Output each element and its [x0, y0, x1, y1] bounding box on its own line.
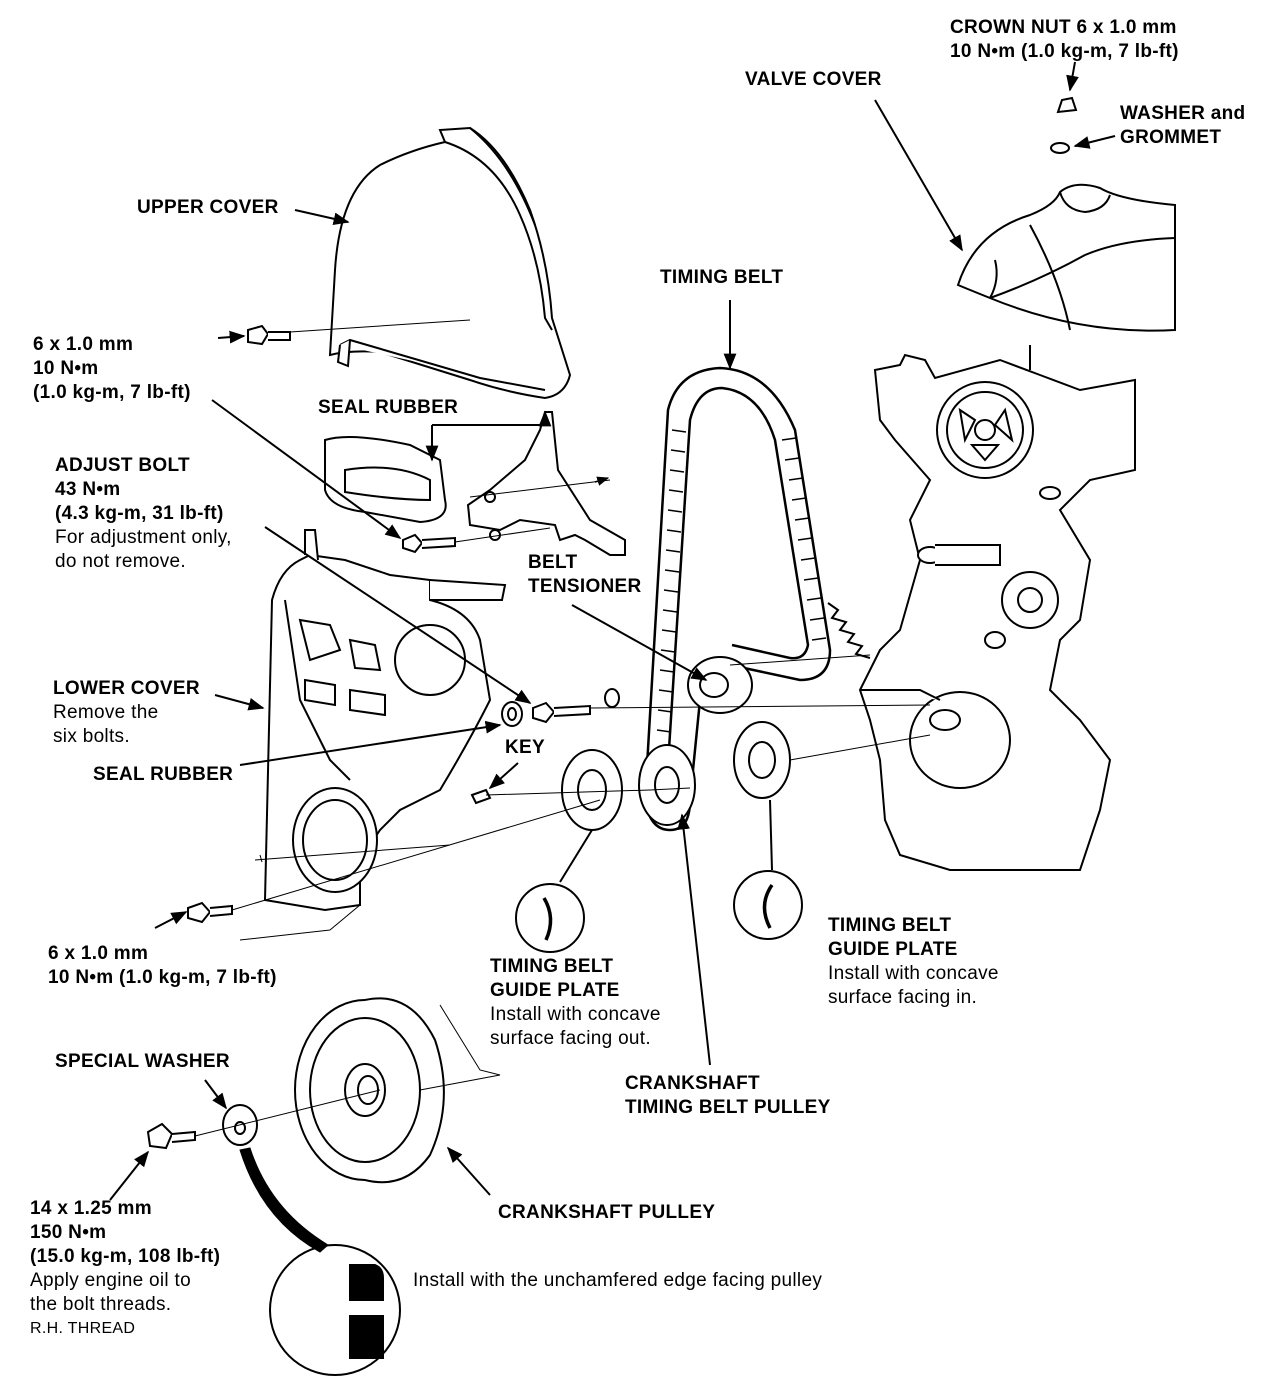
alignment-lines — [194, 319, 931, 1137]
guide-plate-out-detail — [515, 883, 585, 953]
crank-bolt-spec: 14 x 1.25 mm 150 N•m (15.0 kg-m, 108 lb-… — [30, 1198, 221, 1337]
seal-rubber-bottom-label: SEAL RUBBER — [93, 764, 234, 785]
guide-plate-in — [733, 721, 791, 799]
crown-nut-label: CROWN NUT 6 x 1.0 mm 10 N•m (1.0 kg-m, 7… — [950, 17, 1179, 62]
lower-cover — [263, 529, 507, 912]
valve-cover — [956, 183, 1176, 332]
crank-belt-pulley-label: CRANKSHAFT TIMING BELT PULLEY — [625, 1073, 831, 1118]
timing-belt-label: TIMING BELT — [660, 267, 784, 288]
lower-bolt-spec: 6 x 1.0 mm 10 N•m (1.0 kg-m, 7 lb-ft) — [48, 943, 277, 988]
special-washer-label: SPECIAL WASHER — [55, 1051, 230, 1072]
washer-grommet-label: WASHER and GROMMET — [1120, 103, 1246, 148]
seal-rubber-bolt — [402, 533, 456, 554]
washer-detail-pointer — [239, 1147, 329, 1253]
washer-detail — [269, 1244, 401, 1376]
upper-bolt-spec: 6 x 1.0 mm 10 N•m (1.0 kg-m, 7 lb-ft) — [33, 334, 191, 403]
tensioner-spring — [827, 602, 871, 659]
key-label: KEY — [505, 737, 545, 758]
seal-rubber-top-label: SEAL RUBBER — [318, 397, 459, 418]
upper-cover-label: UPPER COVER — [137, 197, 279, 218]
belt-tensioner-pulley — [687, 656, 753, 714]
arrow-hint — [594, 476, 610, 486]
guide-plate-out-label: TIMING BELT GUIDE PLATE Install with con… — [490, 956, 661, 1049]
crankshaft-pulley-label: CRANKSHAFT PULLEY — [498, 1202, 716, 1223]
crank-bolt — [146, 1122, 196, 1150]
upper-cover — [328, 126, 572, 400]
belt-tensioner-label: BELT TENSIONER — [528, 552, 642, 597]
lower-cover-label: LOWER COVER Remove the six bolts. — [53, 678, 200, 747]
engine-block — [858, 345, 1136, 871]
adjust-bolt — [501, 688, 620, 727]
crown-nut — [1050, 96, 1078, 154]
leader-lines — [109, 61, 1116, 1201]
guide-plate-out — [561, 749, 623, 831]
guide-plate-in-detail — [733, 870, 803, 940]
crank-timing-pulley — [638, 744, 696, 826]
lower-cover-bolt — [187, 901, 233, 924]
seal-rubber-plate — [324, 435, 447, 524]
adjust-bolt-spec: ADJUST BOLT 43 N•m (4.3 kg-m, 31 lb-ft) … — [55, 455, 232, 572]
upper-cover-bolt — [247, 324, 291, 346]
key — [470, 788, 492, 805]
crankshaft-pulley — [294, 997, 445, 1184]
washer-install-note: Install with the unchamfered edge facing… — [413, 1270, 823, 1291]
tensioner-bracket — [466, 411, 626, 556]
guide-plate-in-label: TIMING BELT GUIDE PLATE Install with con… — [828, 915, 999, 1008]
valve-cover-label: VALVE COVER — [745, 69, 882, 90]
